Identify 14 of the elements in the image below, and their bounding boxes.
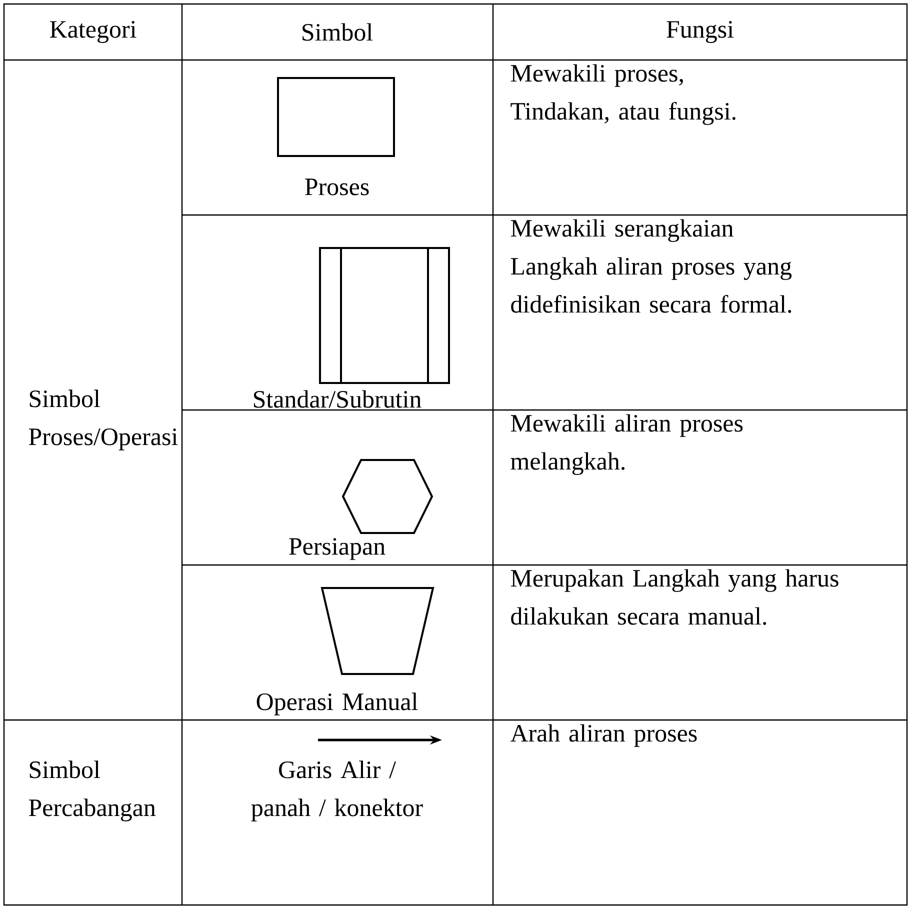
table-header: Fungsi: [666, 21, 734, 43]
table-cell: Simbol Percabangan: [28, 760, 156, 822]
table-cell: Simbol Proses/Operasi: [28, 390, 178, 450]
process-symbol: [277, 77, 395, 157]
table-cell: Merupakan Langkah yang harus dilakukan secara manual.: [510, 569, 838, 625]
table-cell: Arah aliran proses: [510, 724, 697, 747]
symbol-caption: Proses: [305, 178, 369, 196]
table-header: Kategori: [50, 21, 136, 43]
symbol-caption: Garis Alir / panah / konektor: [251, 760, 423, 822]
symbol-caption: Persiapan: [289, 538, 386, 560]
table-cell: Mewakili aliran proses melangkah.: [510, 414, 743, 475]
table-cell: Mewakili proses, Tindakan, atau fungsi.: [510, 64, 736, 125]
subroutine-symbol: [319, 247, 450, 384]
table-cell: Mewakili serangkaian Langkah aliran proses yang didefinisikan secara formal.: [510, 219, 792, 313]
